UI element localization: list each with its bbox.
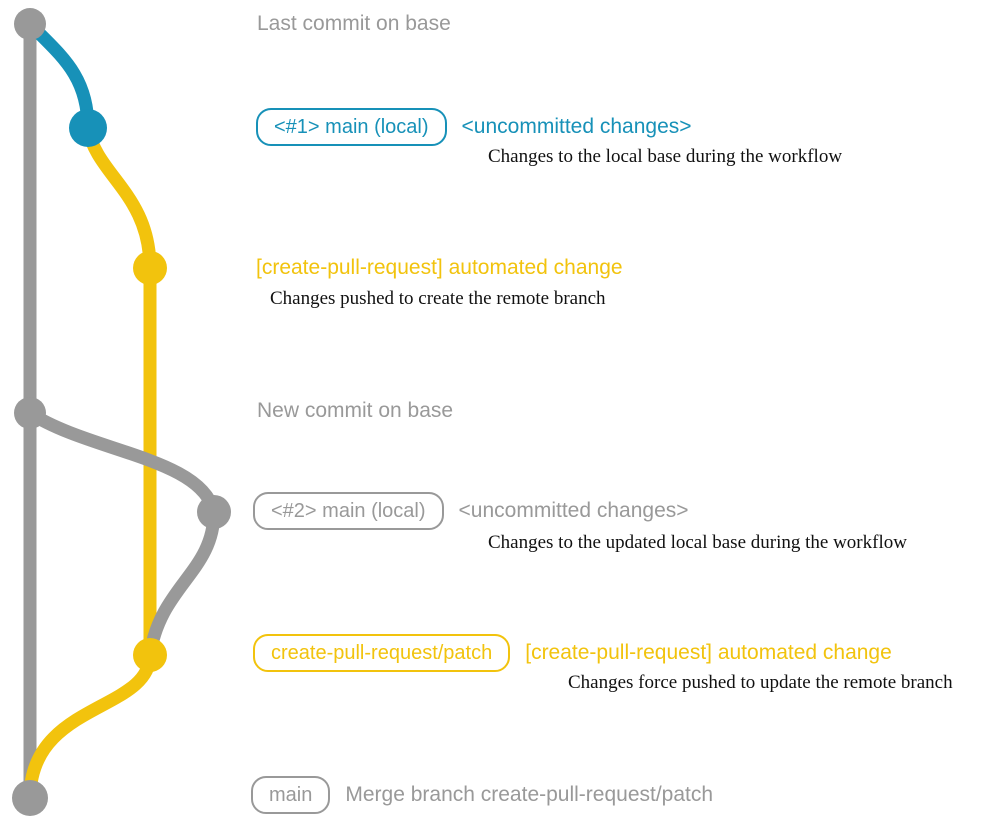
branch-badge-main-local-1: <#1> main (local)	[256, 108, 447, 146]
label-merge-branch: Merge branch create-pull-request/patch	[345, 783, 714, 806]
row-merge-commit: main Merge branch create-pull-request/pa…	[251, 776, 713, 814]
desc-pushed-create-remote: Changes pushed to create the remote bran…	[270, 288, 606, 309]
commit-node-local-main-1	[69, 109, 107, 147]
desc-force-pushed-update-remote: Changes force pushed to update the remot…	[568, 672, 953, 693]
label-uncommitted-changes-1: <uncommitted changes>	[461, 115, 692, 138]
branch-badge-create-pull-request-patch: create-pull-request/patch	[253, 634, 511, 672]
branch-badge-main: main	[251, 776, 331, 814]
local-main-branch-curve-2	[23, 406, 221, 519]
commit-node-new-base	[14, 397, 46, 429]
label-automated-change-1: [create-pull-request] automated change	[256, 256, 623, 279]
commit-node-automated-change	[133, 251, 167, 285]
row-patch-branch: create-pull-request/patch [create-pull-r…	[253, 634, 892, 672]
row-local-main-1: <#1> main (local) <uncommitted changes>	[256, 108, 692, 146]
label-last-commit-on-base: Last commit on base	[257, 12, 451, 35]
label-uncommitted-changes-2: <uncommitted changes>	[458, 499, 689, 522]
branch-badge-main-local-2: <#2> main (local)	[253, 492, 444, 530]
commit-node-last-base	[14, 8, 46, 40]
commit-node-local-main-2	[197, 495, 231, 529]
commit-node-force-pushed	[133, 638, 167, 672]
label-new-commit-on-base: New commit on base	[257, 399, 454, 422]
row-local-main-2: <#2> main (local) <uncommitted changes>	[253, 492, 689, 530]
desc-local-base-changes: Changes to the local base during the wor…	[488, 146, 843, 167]
desc-updated-local-base-changes: Changes to the updated local base during…	[488, 532, 907, 553]
commit-node-merge	[12, 780, 48, 816]
patch-branch-curve-top	[81, 121, 157, 275]
local-main-to-patch-curve	[143, 505, 221, 662]
patch-merge-curve	[23, 648, 157, 805]
label-automated-change-2: [create-pull-request] automated change	[525, 641, 892, 664]
